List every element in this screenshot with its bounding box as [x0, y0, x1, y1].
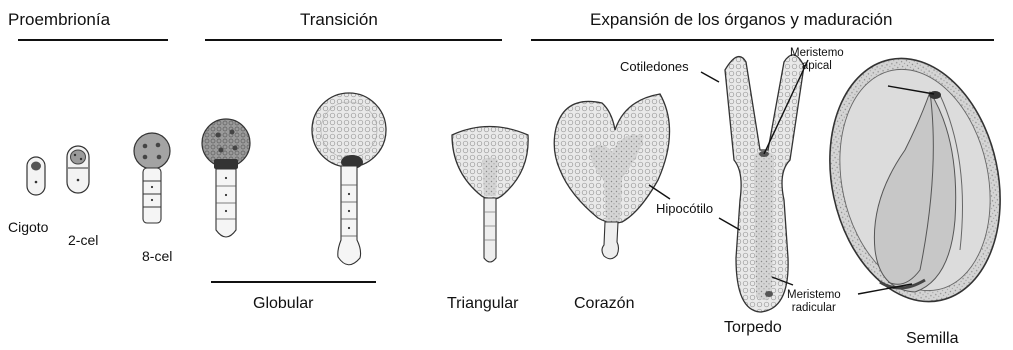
- label-zygote: Cigoto: [8, 220, 48, 234]
- label-torpedo: Torpedo: [724, 320, 782, 336]
- label-eight-cell: 8-cel: [142, 249, 172, 263]
- label-root-meristem: Meristemo radicular: [787, 289, 841, 315]
- label-apical-meristem: Meristemo apical: [790, 47, 844, 73]
- label-apical-meristem-line1: Meristemo: [790, 47, 844, 60]
- label-cotyledons: Cotiledones: [620, 60, 689, 73]
- label-two-cell: 2-cel: [68, 233, 98, 247]
- two-cell-drawing: [67, 146, 89, 193]
- leader-hypocotyl-torpedo: [719, 218, 740, 230]
- label-seed: Semilla: [906, 331, 958, 347]
- leader-cotyledons: [701, 72, 719, 82]
- globular-small-drawing: [202, 119, 250, 237]
- label-hypocotyl: Hipocótilo: [656, 202, 713, 215]
- label-root-meristem-line1: Meristemo: [787, 289, 841, 302]
- label-heart: Corazón: [574, 296, 634, 312]
- globular-large-drawing: [312, 93, 386, 265]
- heart-drawing: [554, 94, 669, 259]
- label-apical-meristem-line2: apical: [790, 60, 844, 73]
- zygote-drawing: [27, 157, 45, 195]
- label-root-meristem-line2: radicular: [787, 302, 841, 315]
- label-globular: Globular: [253, 296, 313, 312]
- eight-cell-drawing: [134, 133, 170, 223]
- seed-drawing: [808, 42, 1013, 317]
- label-triangular: Triangular: [447, 296, 518, 312]
- triangular-drawing: [452, 127, 528, 263]
- leader-hypocotyl-heart: [649, 185, 670, 199]
